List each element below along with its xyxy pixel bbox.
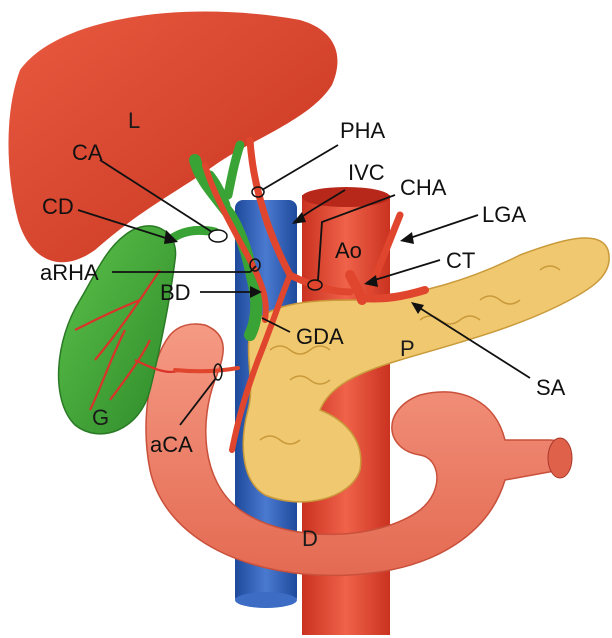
label-arha: aRHA <box>40 260 99 285</box>
leader-pha <box>262 145 338 190</box>
arrow-lga <box>400 232 414 244</box>
label-cd: CD <box>42 194 74 219</box>
label-liver: L <box>128 108 140 133</box>
label-pancreas: P <box>400 336 415 361</box>
label-aca: aCA <box>150 432 193 457</box>
label-gda: GDA <box>296 324 344 349</box>
aorta-top <box>302 187 390 207</box>
label-gallbladder: G <box>92 405 109 430</box>
ivc-cut-end <box>235 592 297 608</box>
label-ca: CA <box>72 140 103 165</box>
label-bd: BD <box>160 280 191 305</box>
label-ao: Ao <box>335 238 362 263</box>
label-lga: LGA <box>482 202 526 227</box>
label-ivc: IVC <box>348 160 385 185</box>
label-duodenum: D <box>302 526 318 551</box>
label-pha: PHA <box>340 118 386 143</box>
label-ct: CT <box>446 248 475 273</box>
cystic-duct <box>170 230 215 240</box>
leader-lga <box>404 215 478 240</box>
duodenum-cut-end <box>548 438 572 478</box>
label-cha: CHA <box>400 175 447 200</box>
label-sa: SA <box>536 375 566 400</box>
